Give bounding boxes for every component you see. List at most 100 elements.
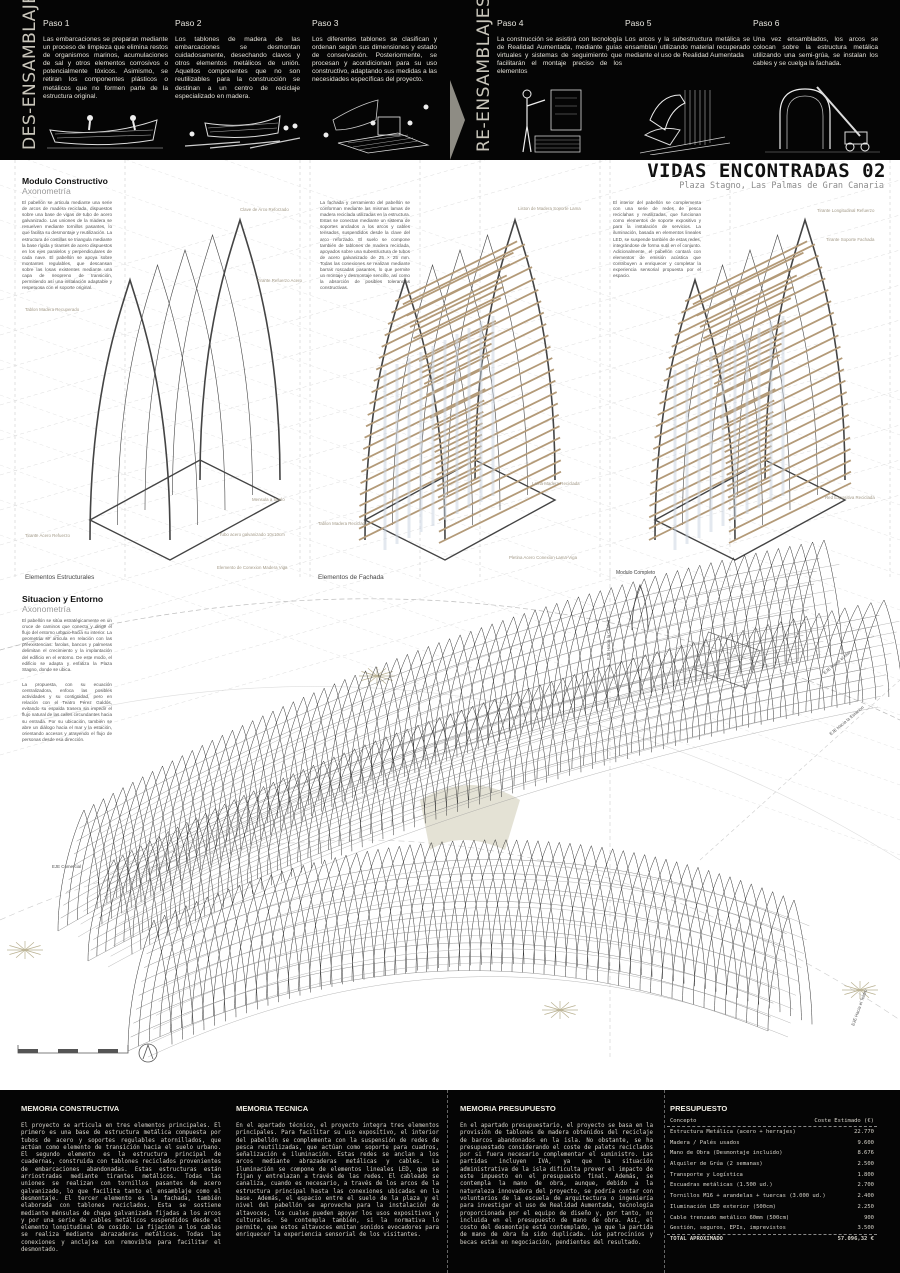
step-text: Las embarcaciones se preparan mediante u… <box>43 36 168 100</box>
arch-assembly-illustration <box>640 90 730 155</box>
rib <box>318 678 364 801</box>
lama-row <box>118 663 889 925</box>
presupuesto-table: PRESUPUESTO Concepto Coste Estimado (€) … <box>667 1104 897 1244</box>
lama-row <box>123 642 895 903</box>
rib <box>554 843 599 976</box>
rib <box>287 861 333 994</box>
interior-description: El interior del pabellón se complementa … <box>613 200 701 279</box>
wood-lama <box>412 277 536 340</box>
rib <box>141 830 187 933</box>
rib <box>857 599 900 702</box>
rib <box>317 752 363 854</box>
label-tubo: Tubo acero galvanizado 10x10cm <box>219 532 285 537</box>
wood-lama <box>435 402 559 465</box>
rib <box>351 848 397 981</box>
rib <box>618 578 663 700</box>
rib <box>160 821 206 924</box>
rib <box>245 873 290 1006</box>
wood-lama <box>702 277 826 340</box>
wood-lama <box>719 357 843 419</box>
guide-line <box>0 184 900 506</box>
rib <box>308 683 353 805</box>
label-mensula: Mensula a Suelo <box>252 497 285 502</box>
step-title: Paso 3 <box>312 18 339 28</box>
rib <box>373 845 418 978</box>
rib <box>684 562 730 684</box>
rib <box>307 756 353 858</box>
lama-row <box>143 887 785 968</box>
pavilion-middle-wing <box>87 599 900 968</box>
rib <box>447 839 493 972</box>
section-heading: MEMORIA TECNICA <box>236 1104 309 1113</box>
coste: 8.676 <box>857 1150 874 1157</box>
lama-row <box>106 625 877 887</box>
rib <box>437 839 482 972</box>
rib <box>246 710 292 833</box>
rib <box>170 900 215 1033</box>
rib <box>487 616 532 738</box>
wood-lama <box>394 240 518 303</box>
arch <box>737 233 818 496</box>
rib <box>757 895 802 1027</box>
rib <box>498 612 543 735</box>
wood-lama <box>651 399 775 462</box>
lama-row <box>130 956 771 1038</box>
crane-arch-illustration <box>765 86 880 153</box>
situacion-text-1: El pabellón se sitúa estratégicamente en… <box>22 618 112 672</box>
column-coste: Coste Estimado (€) <box>814 1117 874 1124</box>
table-header: Concepto Coste Estimado (€) <box>667 1116 877 1127</box>
guide-line <box>0 249 900 511</box>
coste: 3.500 <box>857 1225 874 1232</box>
coste: 900 <box>864 1214 874 1221</box>
rib <box>767 899 813 1032</box>
arch <box>172 233 253 496</box>
situacion-title: Situacion y Entorno <box>22 594 104 604</box>
lama-row <box>63 635 804 906</box>
lama-row <box>135 928 777 1010</box>
label-clave: Clave de Arco Reforzado <box>240 207 289 212</box>
concepto: Transporte y Logística <box>670 1171 743 1178</box>
des-ensamblaje-label: DES-ENSAMBLAJE <box>20 0 40 150</box>
rib <box>67 803 112 926</box>
module-structural <box>88 217 282 561</box>
rib <box>536 677 582 779</box>
rib <box>359 736 405 838</box>
rib <box>381 653 426 776</box>
lama-row <box>76 570 817 842</box>
label-tablon-recuperado: Tablon Madera Recuperado <box>25 307 80 312</box>
wood-lama <box>406 254 529 317</box>
rib <box>394 842 439 975</box>
concepto: Tornillos M16 + arandelas + tuercas (3.0… <box>670 1193 826 1200</box>
boat-cleaning-illustration <box>47 115 163 149</box>
rib <box>695 559 741 682</box>
palm-tree-icon <box>359 667 395 685</box>
palm-tree-icon <box>7 941 43 959</box>
rib <box>741 623 787 726</box>
rib <box>138 914 183 1047</box>
wood-lama <box>369 342 492 405</box>
module-complete <box>648 217 852 561</box>
table-row: Cable trenzado metálico 60mm (500cm)900 <box>667 1212 877 1223</box>
wood-lama <box>681 251 804 314</box>
rib <box>391 649 437 772</box>
rib <box>797 539 843 662</box>
lama-row <box>99 564 840 835</box>
coste: 1.800 <box>857 1171 874 1178</box>
rib <box>330 852 375 985</box>
project-location: Plaza Stagno, Las Palmas de Gran Canaria <box>679 181 884 191</box>
rib <box>349 740 394 842</box>
rib <box>181 896 226 1028</box>
arch <box>199 217 281 481</box>
wood-lama <box>705 289 829 351</box>
concepto: Iluminación LED exterior (500cm) <box>670 1203 776 1210</box>
augmented-reality-illustration <box>522 89 582 153</box>
table-row: Iluminación LED exterior (500cm)2.250 <box>667 1202 877 1213</box>
rib <box>597 849 642 982</box>
wood-lama <box>402 243 526 306</box>
step-text: Los diferentes tablones se clasifican y … <box>312 36 437 84</box>
guide-line <box>0 214 900 476</box>
rib <box>818 607 864 709</box>
wood-lama <box>421 311 545 374</box>
lama-row <box>158 920 799 1002</box>
